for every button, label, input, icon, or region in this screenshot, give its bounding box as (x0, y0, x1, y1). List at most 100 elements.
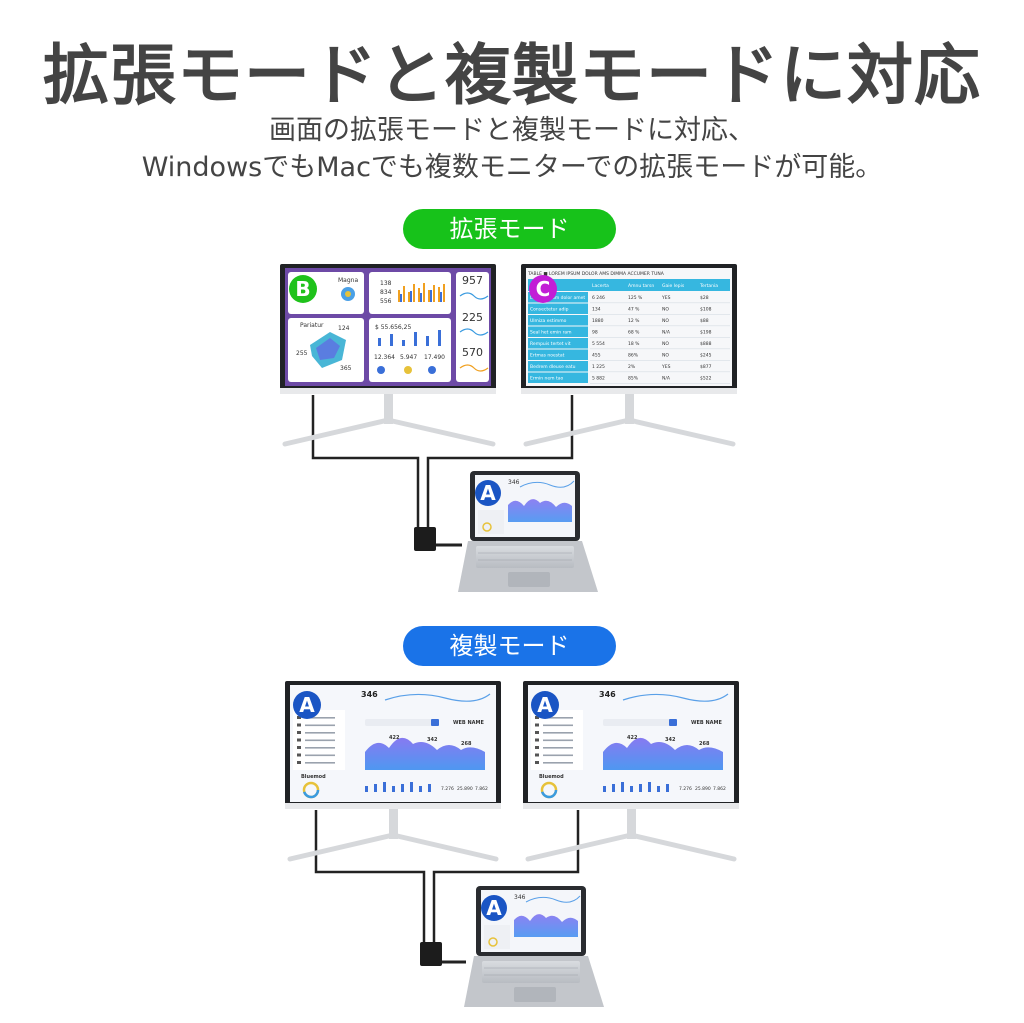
screen-a-bottom-stat: 25.890 (457, 786, 473, 792)
screen-c-cell: Ermin nem tao (530, 376, 563, 382)
screen-a-bottom-stat: 7.276 (679, 786, 692, 792)
screen-a-sidebar-icon (535, 731, 539, 734)
screen-a-sidebar-line (543, 724, 573, 727)
screen-c-cell: 86% (628, 353, 639, 359)
screen-a-mini-bar (657, 786, 660, 792)
screen-b-total-2: 5.947 (400, 354, 417, 361)
screen-a-sidebar-icon (297, 731, 301, 734)
screen-c-cell: Ulmiza estimmo (530, 318, 567, 324)
screen-a-line-chart (622, 693, 729, 702)
screen-c-row-divider (590, 302, 730, 304)
screen-a-add-button (669, 719, 677, 726)
screen-a-sidebar-icon (297, 738, 301, 742)
screen-c-cell: 2% (628, 364, 636, 370)
screen-c-cell: 5 554 (592, 341, 605, 347)
monitor-stand-neck (389, 809, 398, 839)
monitor-stand-leg (390, 832, 499, 862)
marker-a-label: A (537, 693, 553, 717)
monitor-stand-neck (627, 809, 636, 839)
screen-a-sidebar-icon (535, 716, 539, 719)
laptop-extend-number: 346 (508, 479, 520, 486)
screen-c-cell: $888 (700, 341, 712, 347)
screen-a-wave-value: 422 (627, 735, 638, 741)
screen-a-donut-arc (302, 781, 320, 799)
screen-c-cell: 12 % (628, 318, 640, 324)
screen-a-mini-bar (401, 784, 404, 792)
screen-c-cell: 98 (592, 330, 598, 336)
screen-b-side-2: 225 (462, 311, 483, 324)
screen-b-stat-1: 138 (380, 280, 392, 287)
marker-a-laptop-extend (475, 480, 501, 506)
screen-a-mini-bar (612, 784, 615, 792)
screen-a-number: 346 (599, 690, 616, 699)
screen-a-sidebar-line (305, 754, 335, 757)
marker-a-laptop-duplicate-label: A (486, 896, 502, 920)
screen-b-amount: $ 55.656,25 (375, 324, 411, 331)
screen-c-cell: NO (662, 307, 669, 313)
screen-a-card-name: WEB NAME (691, 720, 723, 726)
screen-a-mini-bar (648, 782, 651, 792)
screen-c-cell: Rempuis tertet vit (530, 341, 571, 347)
screen-a-line-chart (384, 693, 491, 702)
usb-adapter-duplicate (420, 942, 442, 966)
screen-c-cell: 455 (592, 353, 601, 359)
screen-a-mini-bar (666, 784, 669, 792)
screen-a-mini-bar (639, 784, 642, 792)
screen-c-row-divider (590, 337, 730, 338)
screen-c-cell: 6 246 (592, 295, 605, 301)
subtitle-line-1: 画面の拡張モードと複製モードに対応、 (269, 115, 755, 146)
screen-c-row-header-bg (528, 326, 588, 337)
monitor-chin (523, 803, 739, 809)
screen-c-cell: YES (661, 295, 671, 301)
screen-c-cell: 125 % (628, 295, 643, 301)
screen-a-sidebar-icon (297, 746, 301, 749)
laptop-extend: 346 A (458, 471, 598, 592)
screen-c-cell: 68 % (628, 330, 640, 336)
screen-a-mini-bar (410, 782, 413, 792)
screen-c-row-header-bg (528, 372, 588, 383)
screen-a-sidebar-icon (297, 716, 301, 719)
screen-c-cell: YES (661, 364, 671, 370)
screen-a-section: Bluemod (301, 774, 326, 780)
screen-a-sidebar-line (543, 739, 573, 742)
screen-c-cell: N/A (662, 330, 671, 336)
screen-c-column-header: Lacerta (592, 283, 609, 289)
laptop-duplicate-number: 346 (514, 894, 526, 901)
screen-a-sidebar-line (305, 717, 335, 719)
screen-b-total-3: 17.490 (424, 354, 445, 361)
screen-b-stat-2: 834 (380, 289, 392, 296)
screen-c-cell: N/A (662, 376, 671, 382)
screen-a-mini-bar (419, 786, 422, 792)
screen-a-mini-bar (603, 786, 606, 792)
screen-a-donut-arc (540, 781, 558, 799)
screen-c-row-divider (590, 360, 730, 361)
screen-c-cell: Bedrem dleuse eatu (530, 364, 576, 370)
screen-c-row-divider (590, 383, 730, 384)
screen-c-cell: 47 % (628, 307, 640, 313)
screen-a-sidebar-line (543, 747, 573, 749)
screen-b-p-value-3: 365 (340, 365, 352, 372)
screen-a-mini-bar (621, 782, 624, 792)
screen-c-cell: NO (662, 318, 669, 324)
screen-b-p-value-2: 255 (296, 350, 308, 357)
screen-b-total-1: 12.364 (374, 354, 395, 361)
screen-c-row-divider (590, 371, 730, 373)
screen-c-row-header-bg (528, 361, 588, 372)
extend-mode-badge: 拡張モード (403, 209, 616, 249)
screen-a-sidebar-line (543, 732, 573, 734)
screen-a-sidebar-icon (297, 753, 301, 757)
screen-c-cell: 1880 (592, 318, 604, 324)
monitor-stand-leg (628, 832, 737, 862)
marker-a (531, 691, 559, 719)
screen-c-cell: 18 % (628, 341, 640, 347)
screen-b-stat-3: 556 (380, 298, 392, 305)
screen-c-cell: 5 882 (592, 376, 605, 382)
screen-c-row-header-bg (528, 338, 588, 349)
marker-c (529, 275, 557, 303)
screen-c-cell: NO (662, 341, 669, 347)
screen-c-row-header-bg (528, 303, 588, 314)
duplicate-mode-badge: 複製モード (403, 626, 616, 666)
